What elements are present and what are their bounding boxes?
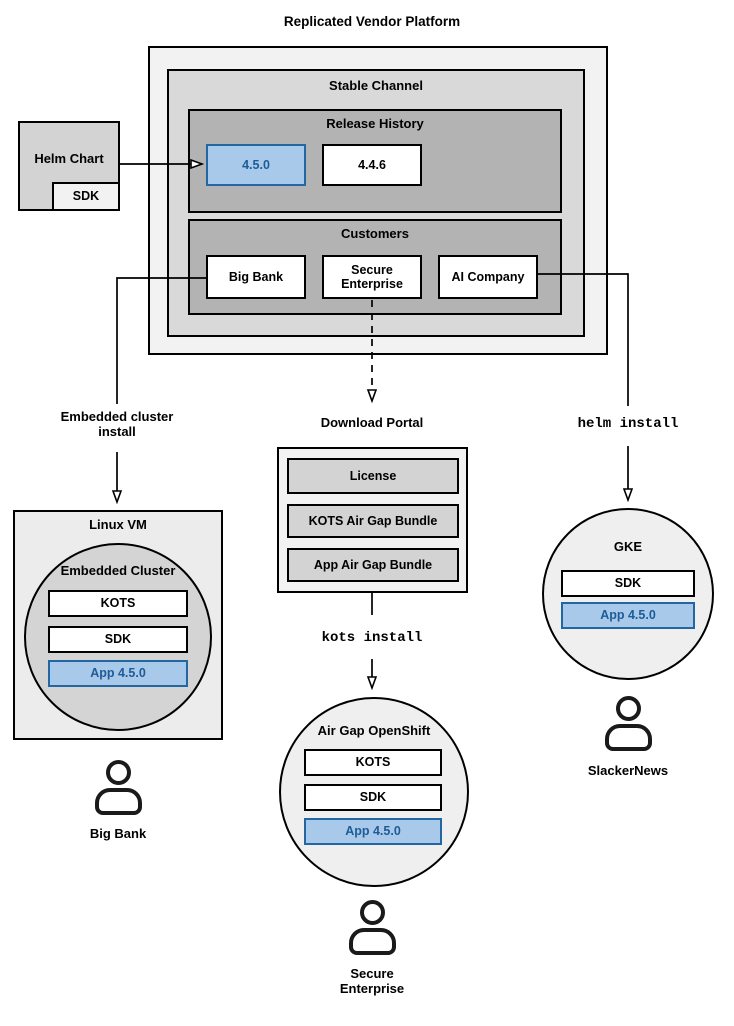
linux-vm-app-box: App 4.5.0	[48, 660, 188, 687]
customers-label: Customers	[341, 226, 409, 241]
openshift-kots-box: KOTS	[304, 749, 442, 776]
gke-app-box: App 4.5.0	[561, 602, 695, 629]
person-head-icon	[615, 696, 641, 721]
customer-secure-enterprise: Secure Enterprise	[322, 255, 422, 299]
stable-channel-label: Stable Channel	[329, 78, 423, 93]
diagram-title: Replicated Vendor Platform	[283, 14, 461, 29]
embedded-cluster-label: Embedded Cluster	[60, 563, 176, 578]
big-bank-user-label: Big Bank	[89, 826, 147, 841]
release-446-box: 4.4.6	[322, 144, 422, 186]
openshift-sdk-box: SDK	[304, 784, 442, 811]
customer-big-bank: Big Bank	[206, 255, 306, 299]
license-box: License	[287, 458, 459, 494]
secure-enterprise-person-icon	[342, 900, 402, 955]
helm-chart-sdk-box: SDK	[52, 182, 120, 211]
kots-air-gap-bundle-box: KOTS Air Gap Bundle	[287, 504, 459, 538]
openshift-app-box: App 4.5.0	[304, 818, 442, 845]
app-air-gap-bundle-box: App Air Gap Bundle	[287, 548, 459, 582]
kots-install-label: kots install	[321, 630, 423, 646]
person-body-icon	[94, 788, 142, 815]
gke-label: GKE	[613, 539, 643, 554]
linux-vm-kots-box: KOTS	[48, 590, 188, 617]
linux-vm-label: Linux VM	[89, 517, 147, 532]
person-body-icon	[604, 724, 652, 751]
gke-sdk-box: SDK	[561, 570, 695, 597]
person-head-icon	[359, 900, 385, 925]
person-head-icon	[105, 760, 131, 785]
person-body-icon	[348, 928, 396, 955]
air-gap-openshift-label: Air Gap OpenShift	[317, 723, 431, 738]
big-bank-person-icon	[88, 760, 148, 815]
release-history-label: Release History	[326, 116, 424, 131]
customer-ai-company: AI Company	[438, 255, 538, 299]
download-portal-label: Download Portal	[320, 415, 424, 430]
slackernews-person-icon	[598, 696, 658, 751]
slackernews-user-label: SlackerNews	[587, 763, 669, 778]
release-450-box: 4.5.0	[206, 144, 306, 186]
linux-vm-sdk-box: SDK	[48, 626, 188, 653]
helm-chart-label: Helm Chart	[34, 151, 104, 166]
embedded-cluster-install-label: Embedded cluster install	[60, 409, 174, 439]
secure-enterprise-user-label: Secure Enterprise	[339, 966, 405, 996]
helm-install-label: helm install	[577, 416, 679, 432]
